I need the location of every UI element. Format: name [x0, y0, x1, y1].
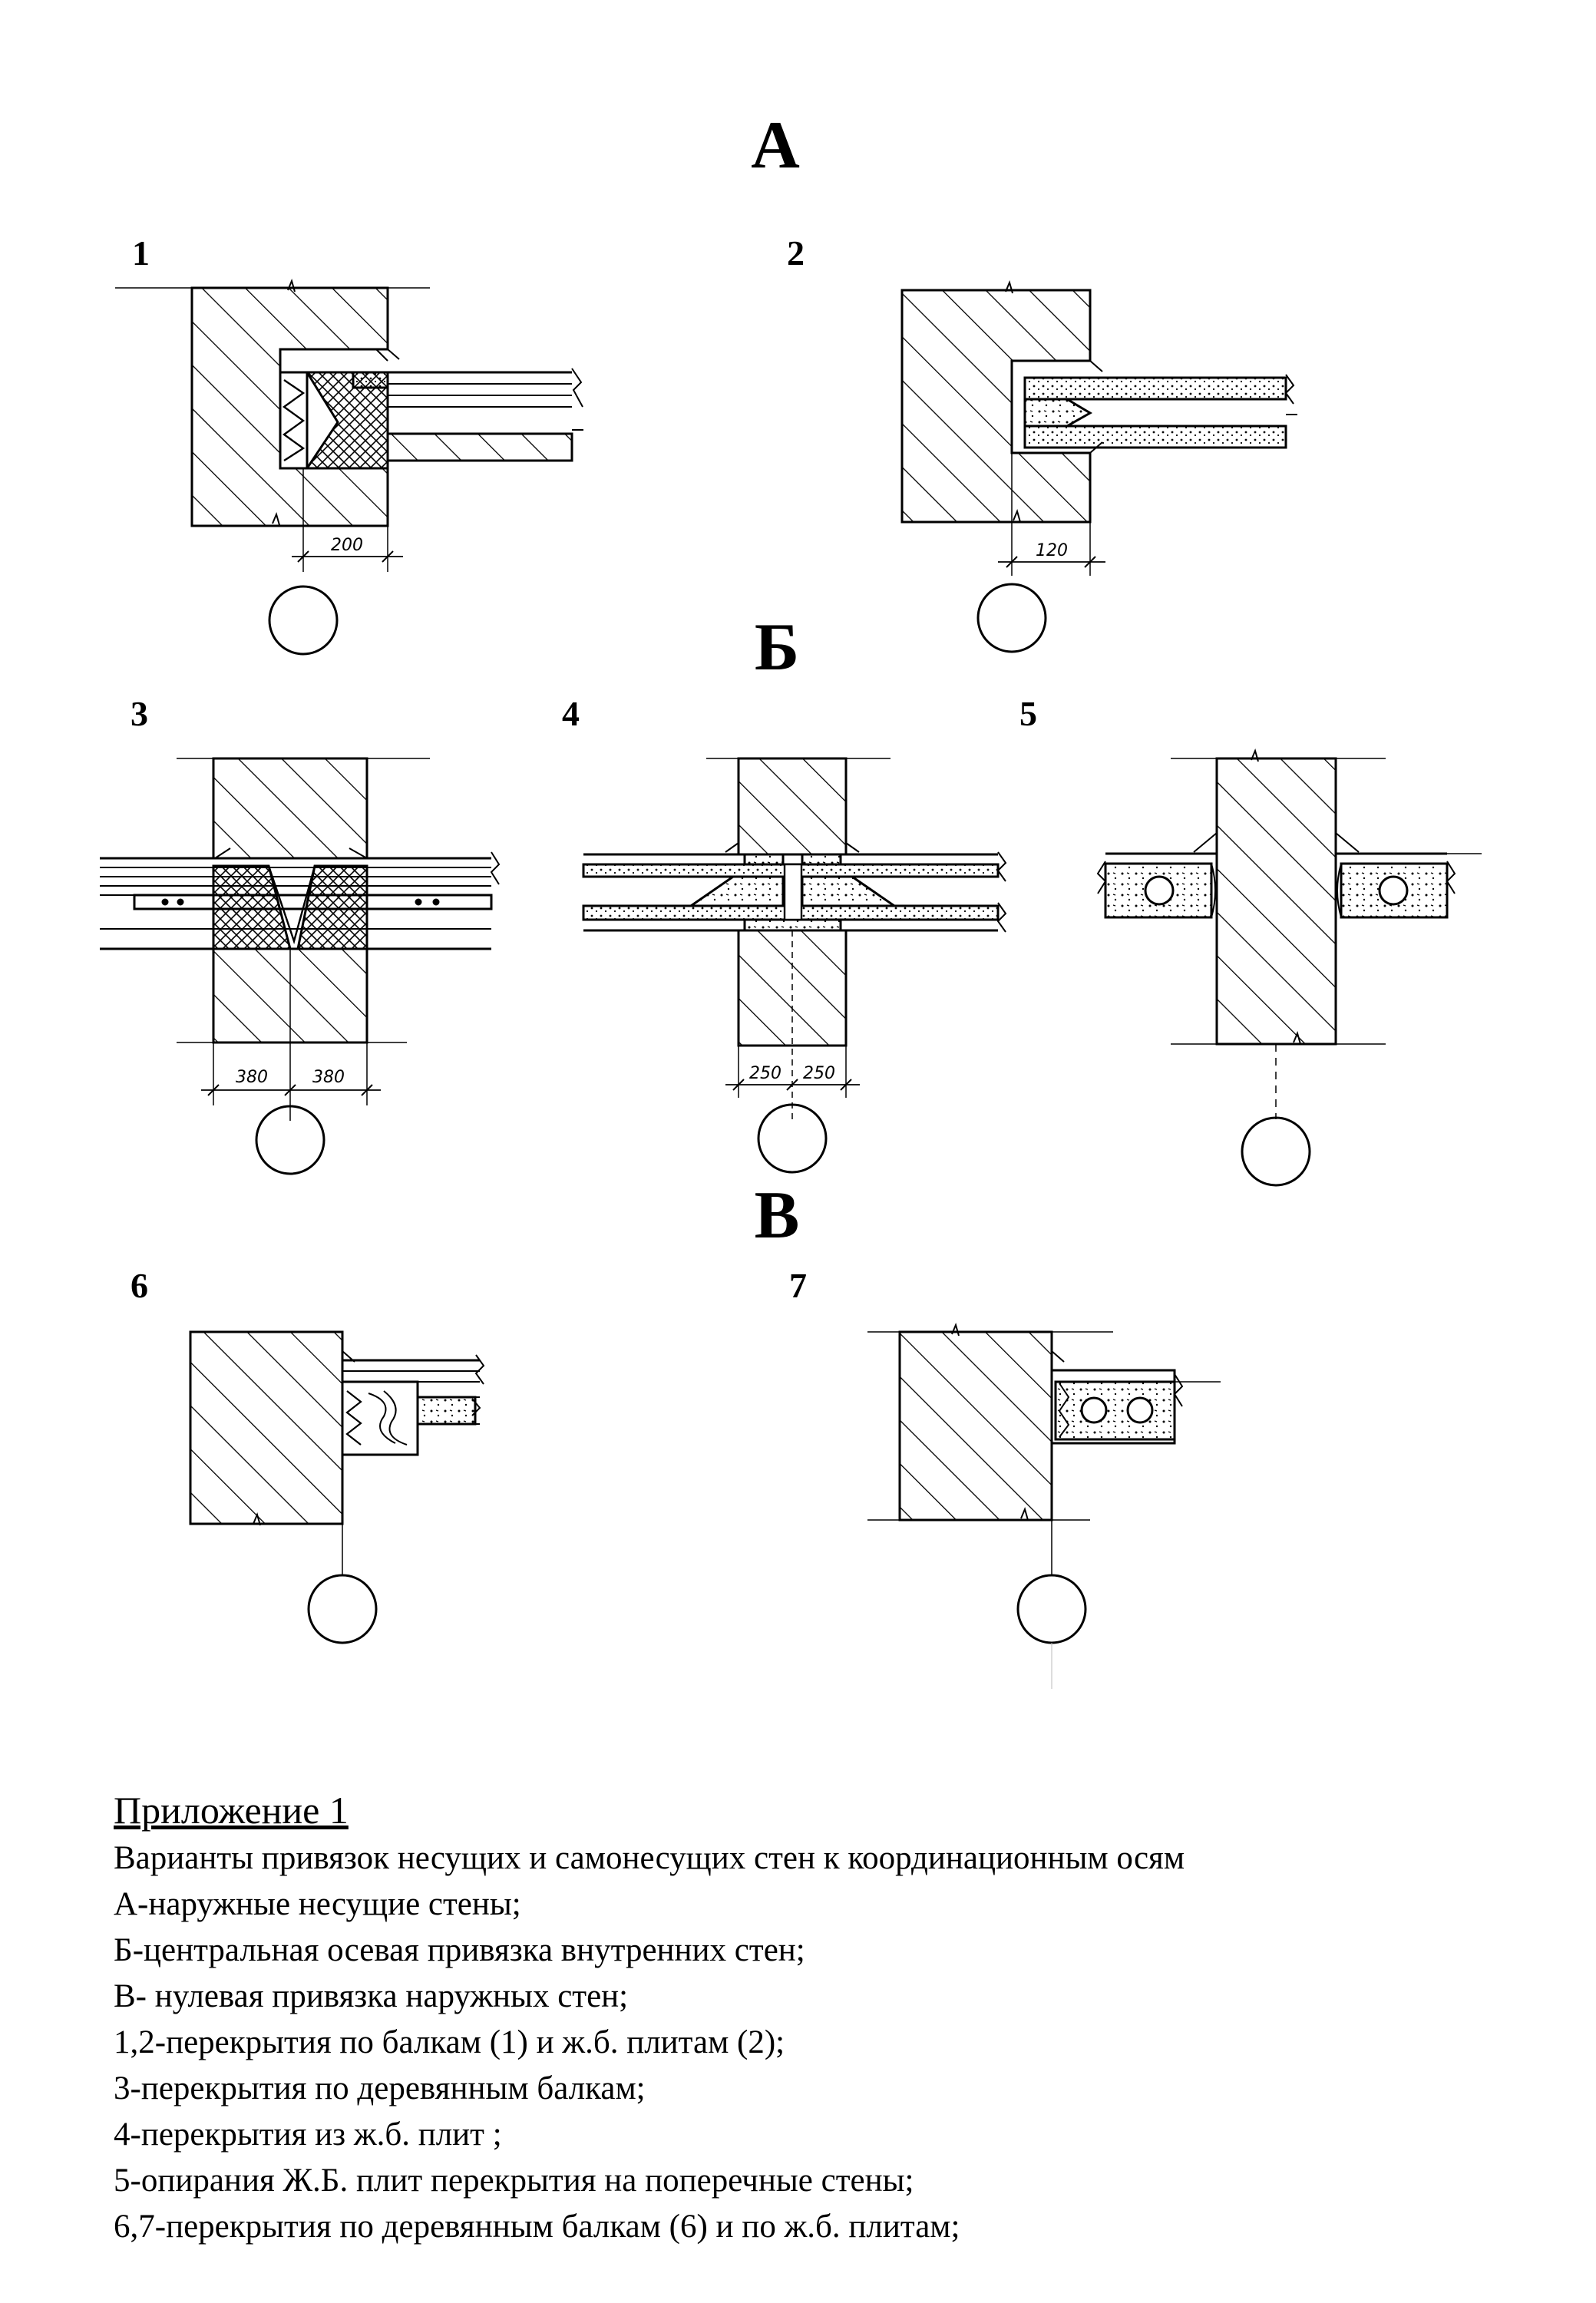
figure-2-number: 2 [787, 233, 805, 273]
figure-6-number: 6 [131, 1266, 148, 1305]
axis-marker [1241, 1116, 1311, 1187]
figure-6: 6 [131, 1266, 485, 1644]
figure-1: 1 200 [115, 233, 583, 656]
figure-3-dimension-left: 380 [236, 1068, 268, 1087]
figure-7: 7 [789, 1266, 1221, 1689]
caption-line: Варианты привязок несущих и самонесущих … [114, 1840, 1185, 1876]
section-a-label: А [751, 108, 800, 183]
figure-2: 2 120 [787, 233, 1297, 653]
section-v-label: В [755, 1178, 800, 1253]
figure-1-dimension: 200 [331, 536, 363, 555]
axis-marker [307, 1574, 378, 1644]
caption-line: 4-перекрытия из ж.б. плит ; [114, 2116, 502, 2153]
caption-line: А-наружные несущие стены; [114, 1886, 521, 1922]
caption-line: 1,2-перекрытия по балкам (1) и ж.б. плит… [114, 2024, 785, 2060]
caption-title: Приложение 1 [114, 1789, 349, 1832]
figure-2-dimension: 120 [1036, 541, 1068, 560]
figure-4: 4 250 250 [562, 694, 1007, 1174]
figure-4-number: 4 [562, 694, 580, 733]
caption-line: 5-опирания Ж.Б. плит перекрытия на попер… [114, 2163, 914, 2199]
section-b-label: Б [755, 610, 799, 685]
caption-line: 3-перекрытия по деревянным балкам; [114, 2070, 646, 2106]
figure-5-number: 5 [1019, 694, 1037, 733]
figure-4-dimension-left: 250 [749, 1064, 781, 1083]
figure-1-number: 1 [132, 233, 150, 273]
caption: Приложение 1 Варианты привязок несущих и… [114, 1785, 1526, 2250]
caption-line: В- нулевая привязка наружных стен; [114, 1978, 629, 2014]
figure-3: 3 380 380 [100, 694, 501, 1175]
figure-3-number: 3 [131, 694, 148, 733]
axis-marker [757, 1103, 828, 1174]
figure-7-number: 7 [789, 1266, 807, 1305]
caption-line: 6,7-перекрытия по деревянным балкам (6) … [114, 2209, 960, 2245]
axis-marker [255, 1105, 325, 1175]
figure-3-dimension-right: 380 [312, 1068, 345, 1087]
figure-4-dimension-right: 250 [803, 1064, 835, 1083]
axis-marker [976, 583, 1047, 653]
caption-line: Б-центральная осевая привязка внутренних… [114, 1932, 805, 1968]
axis-marker [268, 585, 339, 656]
axis-marker [1016, 1574, 1087, 1644]
figure-5: 5 [1019, 694, 1482, 1187]
